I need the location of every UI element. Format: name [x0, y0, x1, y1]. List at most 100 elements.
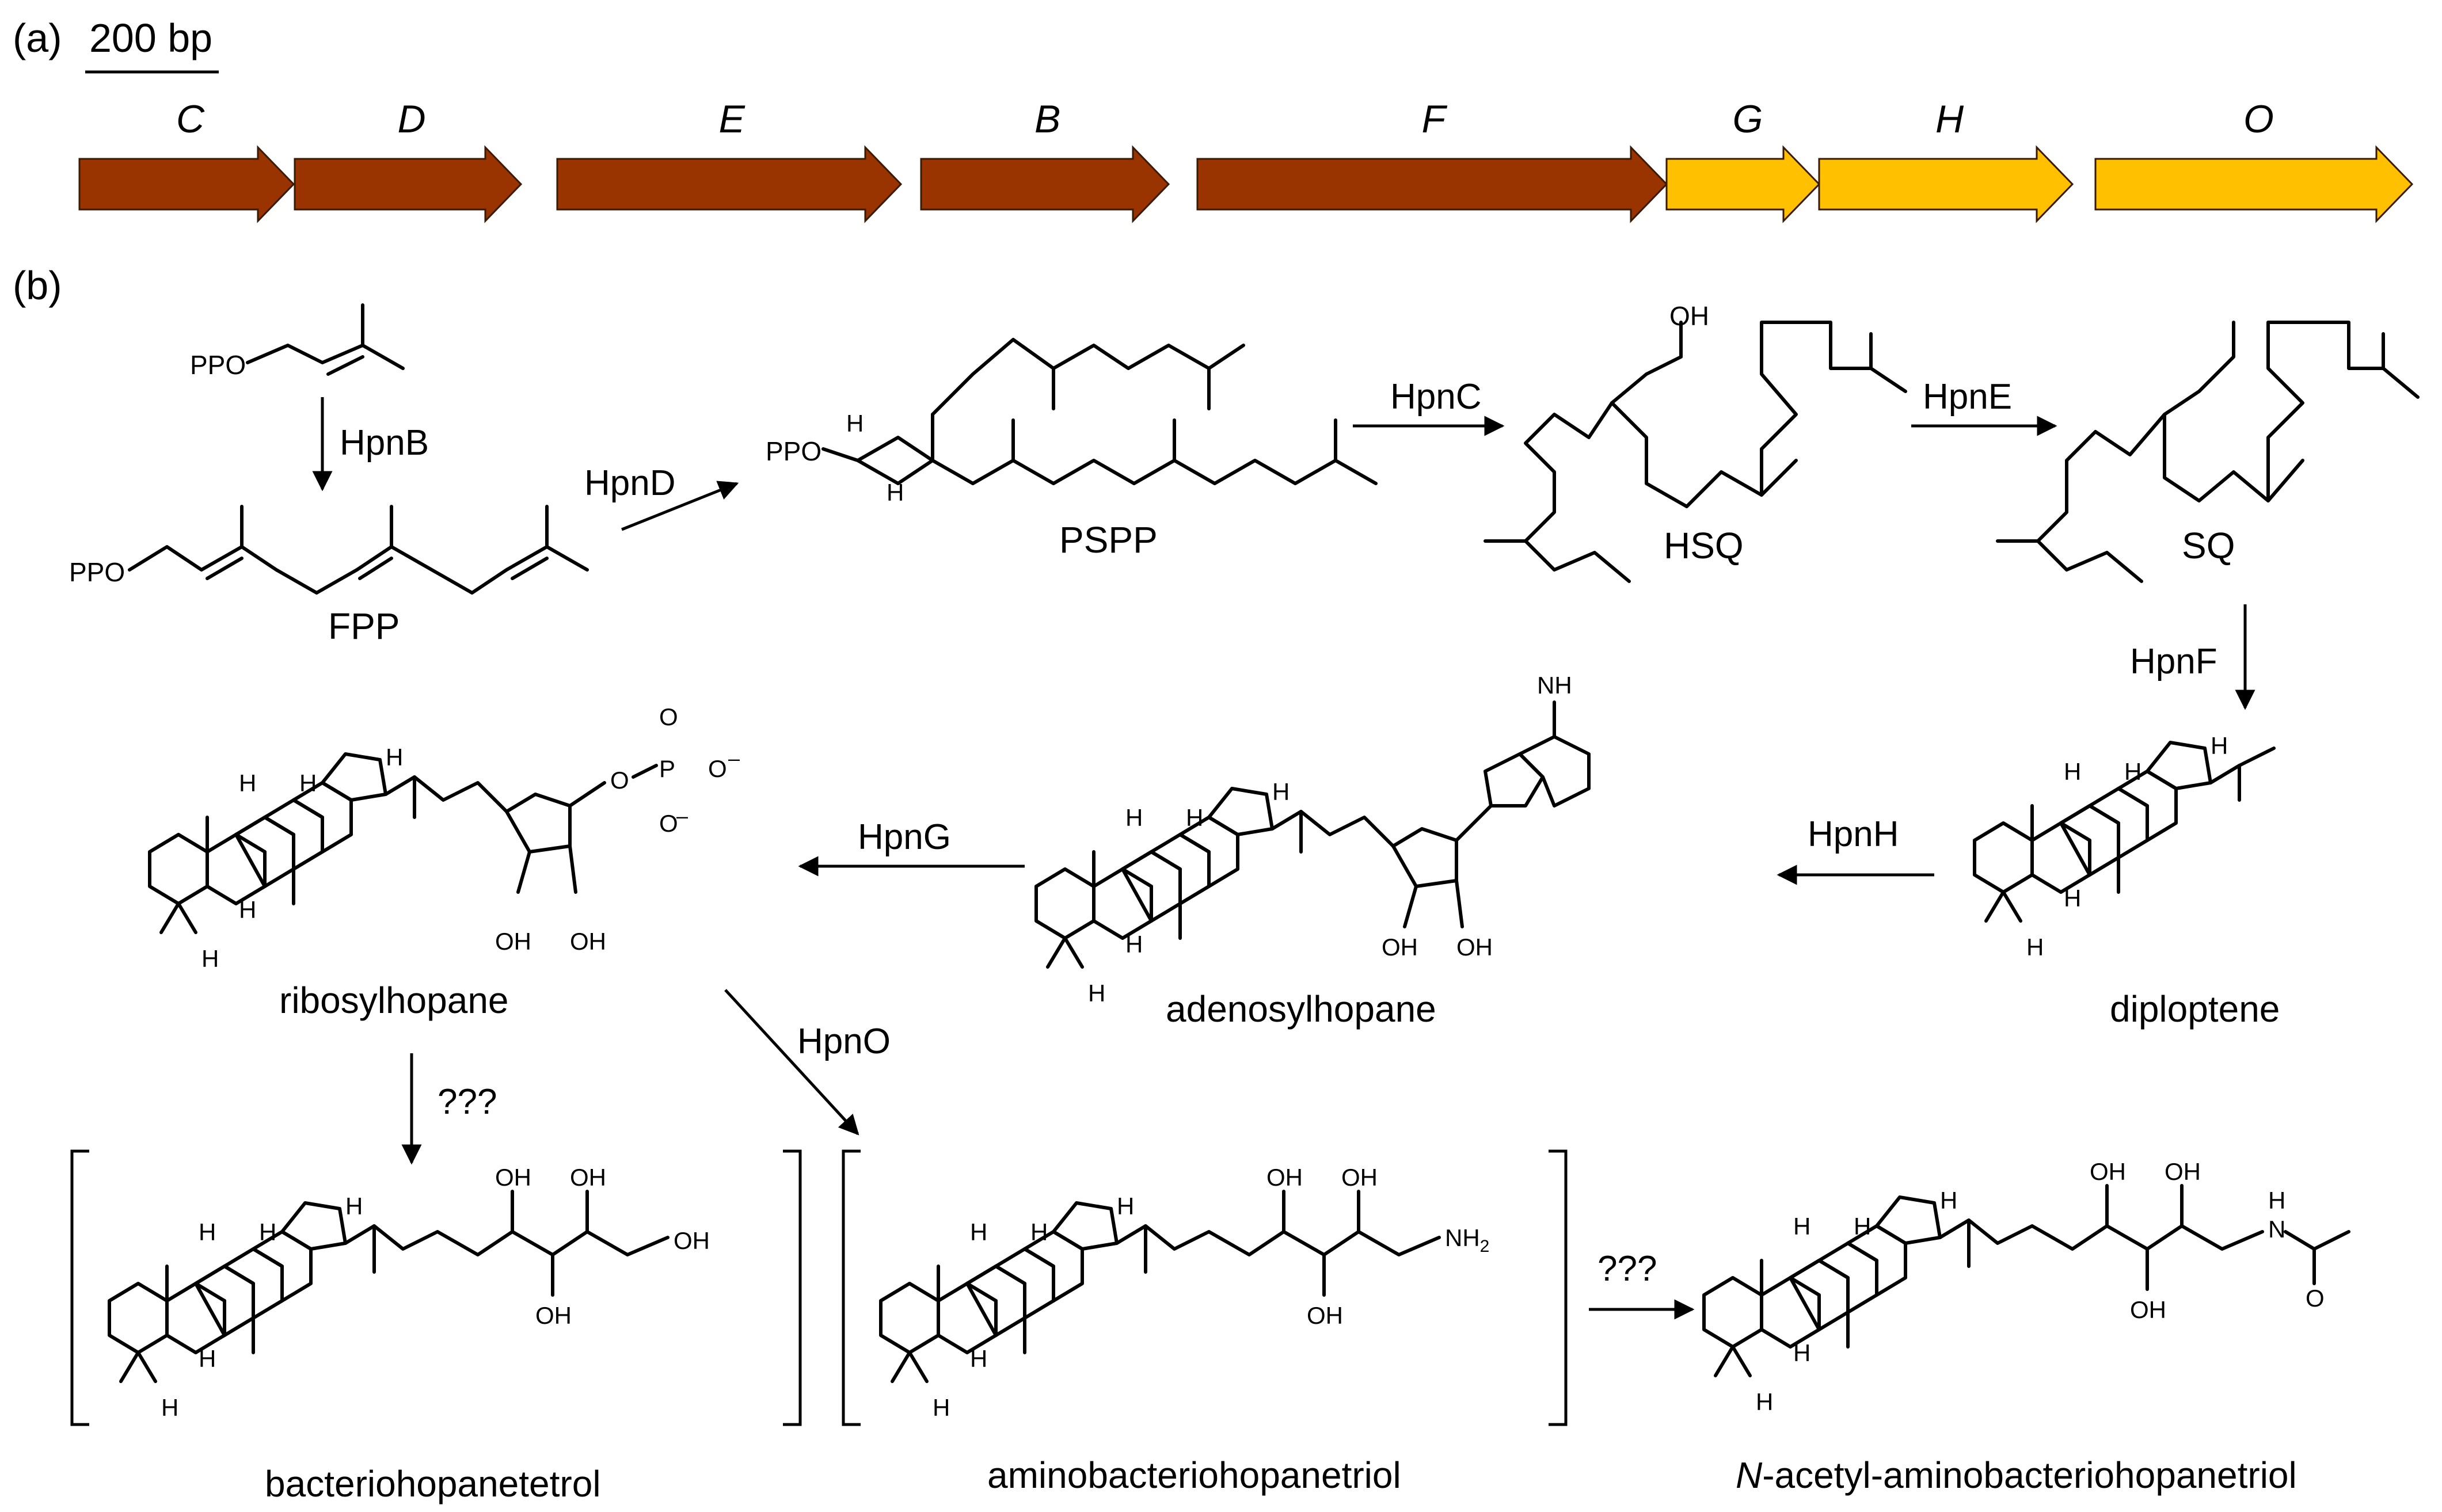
h-label-abht-1: H — [970, 1218, 987, 1246]
abht-structure: OH OH OH NH2 H H H H H — [881, 1164, 1489, 1421]
compound-ribosylhopane: ribosylhopane — [279, 980, 509, 1021]
h-label-abht-4: H — [970, 1345, 987, 1372]
panel-b-label: (b) — [13, 263, 62, 308]
h-label-pspp-2: H — [887, 479, 904, 506]
arrow-hpno — [724, 989, 859, 1136]
h-label-bht-4: H — [199, 1345, 216, 1372]
enzyme-hpne: HpnE — [1923, 377, 2012, 417]
enzyme-hpnd: HpnD — [584, 463, 676, 503]
gene-arrow-e — [556, 145, 903, 223]
o-label-ribo-2: O — [659, 703, 678, 730]
gene-arrow-f — [1196, 145, 1668, 223]
h-label-nac-2: H — [1854, 1213, 1871, 1240]
sq-structure — [1996, 321, 2420, 583]
h-label-dip-5: H — [2026, 934, 2044, 961]
h-label-ado-5: H — [1088, 980, 1105, 1007]
arrow-hpnd — [621, 481, 739, 531]
gene-arrow-c — [78, 145, 295, 223]
oh-label-bht-1: OH — [495, 1164, 531, 1191]
gene-label-b: B — [1034, 97, 1060, 141]
compound-nac-abht: N-acetyl-aminobacteriohopanetriol — [1736, 1454, 2297, 1496]
oh-label-abht-2: OH — [1341, 1164, 1378, 1191]
h-label-ado-4: H — [1125, 931, 1143, 958]
oh-label-nac-2: OH — [2165, 1158, 2201, 1185]
gene-arrow-h — [1818, 145, 2074, 223]
enzyme-unknown-1: ??? — [438, 1082, 497, 1122]
oh-label-bht-3: OH — [535, 1302, 572, 1329]
oh-label-bht-4: OH — [674, 1227, 710, 1254]
panel-a-label: (a) — [13, 16, 62, 60]
minus-label-ribo-2: – — [676, 804, 688, 828]
adenosylhopane-structure: NH OH OH H H H H H — [1036, 672, 1591, 1007]
h-label-bht-3: H — [345, 1193, 363, 1220]
h-label-bht-5: H — [161, 1394, 178, 1421]
fpp-structure: PPO — [69, 505, 589, 595]
enzyme-hpng: HpnG — [858, 817, 951, 857]
h-label-ribo-4: H — [239, 896, 256, 923]
nh2-label-abht: NH2 — [1445, 1224, 1489, 1256]
gene-arrow-g — [1665, 145, 1821, 223]
h-label-abht-5: H — [933, 1394, 950, 1421]
o-label-ribo-4: O — [659, 810, 678, 837]
o-label-ribo: O — [610, 767, 629, 794]
oh-label-ribo-1: OH — [495, 928, 531, 955]
oh-label-nac-1: OH — [2090, 1158, 2126, 1185]
enzyme-hpno: HpnO — [797, 1022, 891, 1061]
h-label-bht-1: H — [199, 1218, 216, 1246]
gene-arrow-o — [2094, 145, 2414, 223]
ppo-label-pspp: PPO — [766, 436, 821, 466]
h-label-ado-2: H — [1186, 804, 1203, 831]
h-label-nac-4: H — [1793, 1339, 1810, 1366]
gene-label-f: F — [1422, 97, 1448, 141]
enzyme-hpnh: HpnH — [1808, 814, 1899, 854]
h-label-pspp-1: H — [846, 410, 864, 437]
bracket-abht-left — [842, 1149, 861, 1426]
gene-arrow-b — [920, 145, 1170, 223]
oh-label-abht-3: OH — [1307, 1302, 1343, 1329]
h-label-ado-1: H — [1125, 804, 1143, 831]
h-label-dip-3: H — [2211, 732, 2228, 759]
oh-label-hsq: OH — [1669, 301, 1709, 331]
h-label-ribo-2: H — [299, 770, 317, 797]
compound-abht: aminobacteriohopanetriol — [987, 1454, 1401, 1496]
h-label-dip-2: H — [2124, 758, 2141, 785]
oh-label-bht-2: OH — [570, 1164, 606, 1191]
oh-label-ado-2: OH — [1456, 934, 1493, 961]
compound-fpp: FPP — [328, 605, 400, 647]
h-label-dip-1: H — [2064, 758, 2081, 785]
gene-label-o: O — [2243, 97, 2274, 141]
gene-label-g: G — [1733, 97, 1763, 141]
o-label-nac: O — [2306, 1285, 2325, 1312]
h-label-ribo-1: H — [239, 770, 256, 797]
dmapp-structure: PPO — [190, 303, 405, 380]
oh-label-ribo-2: OH — [570, 928, 606, 955]
compound-pspp: PSPP — [1059, 519, 1158, 561]
gene-label-c: C — [176, 97, 205, 141]
h-label-abht-2: H — [1030, 1218, 1048, 1246]
oh-label-ado-1: OH — [1382, 934, 1418, 961]
o-label-ribo-3: O — [708, 755, 727, 782]
enzyme-hpnb: HpnB — [340, 423, 429, 463]
oh-label-abht-1: OH — [1266, 1164, 1303, 1191]
p-label-ribo: P — [659, 755, 675, 782]
oh-label-nac-3: OH — [2130, 1296, 2166, 1323]
h-label-abht-3: H — [1117, 1193, 1134, 1220]
hsq-structure: OH — [1484, 301, 1907, 583]
enzyme-unknown-2: ??? — [1597, 1249, 1657, 1289]
h-label-nac-1: H — [1793, 1213, 1810, 1240]
h-label-ribo-3: H — [386, 744, 403, 771]
ppo-label: PPO — [190, 350, 246, 380]
h-label-nac-nh: H — [2268, 1187, 2285, 1214]
ppo-label-fpp: PPO — [69, 557, 125, 587]
compound-diploptene: diploptene — [2110, 988, 2280, 1030]
bracket-abht-right — [1549, 1149, 1568, 1426]
pspp-structure: PPO H H — [766, 338, 1378, 506]
compound-sq: SQ — [2182, 525, 2235, 566]
scale-bar-label: 200 bp — [89, 16, 212, 60]
compound-bht: bacteriohopanetetrol — [265, 1463, 601, 1505]
gene-label-h: H — [1935, 97, 1964, 141]
ribosylhopane-structure: O P O O – O – OH OH H H H H H — [150, 703, 740, 972]
n-label-nac: N — [2268, 1216, 2285, 1243]
